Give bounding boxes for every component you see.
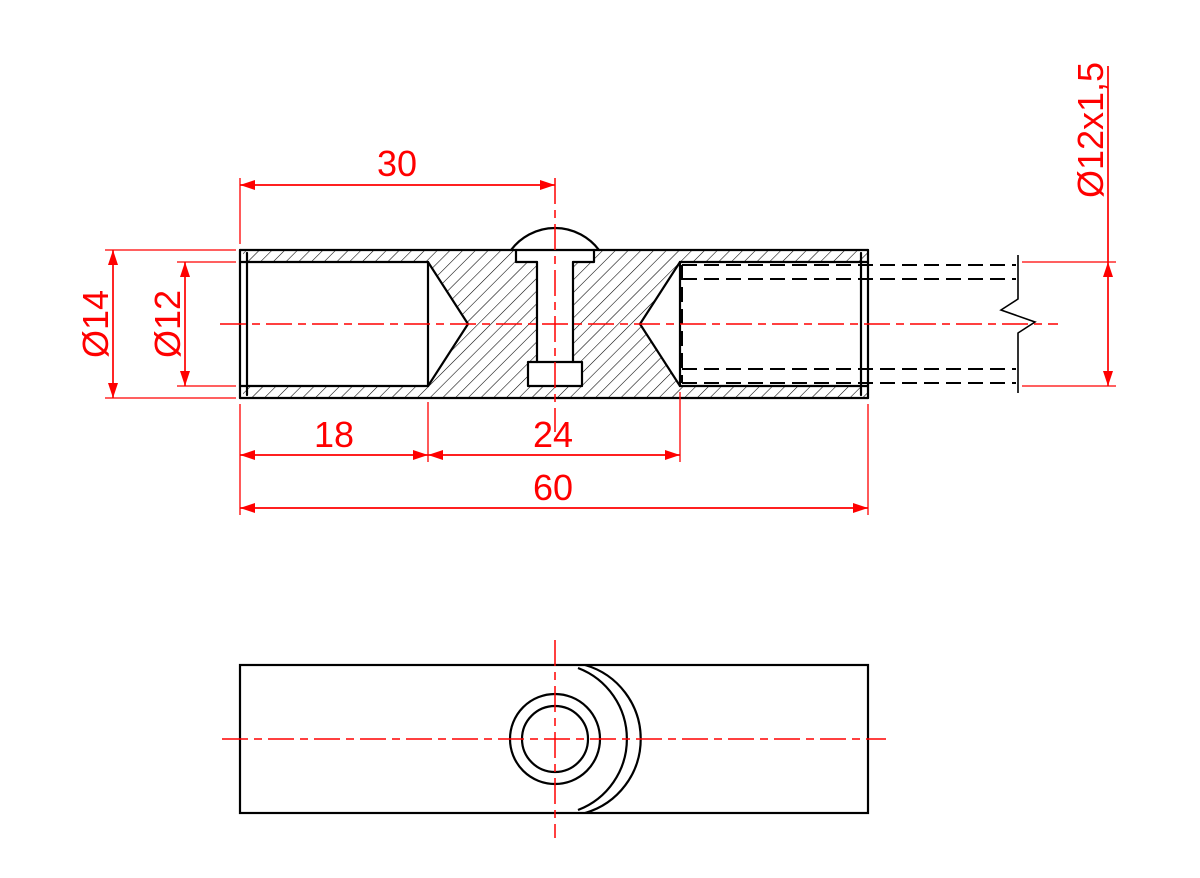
dim-label-30: 30: [377, 143, 417, 184]
centerlines-section-view: [220, 178, 1058, 432]
section-view: 30 Ø14 Ø12 18: [75, 62, 1116, 515]
dim-label-60: 60: [533, 467, 573, 508]
bottom-view: [222, 640, 886, 838]
dimension-60: 60: [240, 404, 869, 515]
dimension-tube-spec: Ø12x1,5: [1022, 62, 1116, 387]
inserted-tube-hidden-lines: [681, 264, 1016, 384]
dimension-30: 30: [239, 143, 555, 244]
section-hatching: [243, 250, 868, 398]
centerlines-bottom-view: [222, 640, 886, 838]
dimension-24: 24: [428, 392, 681, 462]
dim-label-diameter-12: Ø12: [147, 290, 188, 358]
dimension-diameter-14: Ø14: [75, 249, 236, 399]
dim-label-24: 24: [533, 414, 573, 455]
break-line: [999, 255, 1037, 393]
screw-shank: [535, 260, 575, 364]
dimension-18: 18: [239, 402, 429, 515]
dim-label-tube-spec: Ø12x1,5: [1070, 62, 1111, 198]
dim-label-diameter-14: Ø14: [75, 290, 116, 358]
dimension-diameter-12: Ø12: [147, 261, 236, 387]
screw-head-seat: [514, 248, 596, 264]
dim-label-18: 18: [314, 414, 354, 455]
